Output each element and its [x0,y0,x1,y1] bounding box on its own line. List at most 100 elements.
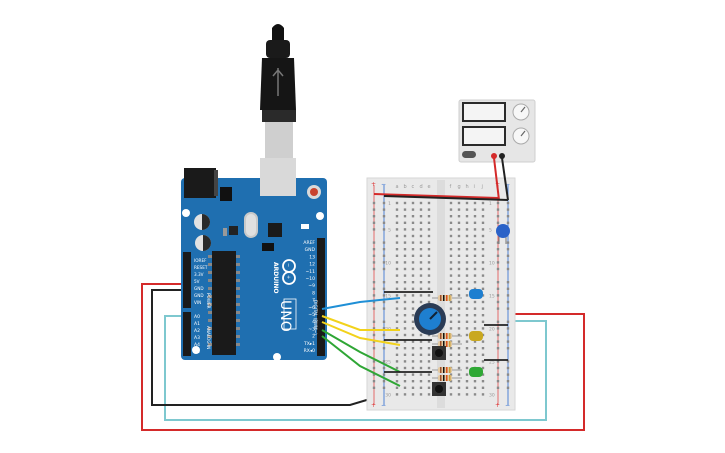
label-reset: RESET [194,265,208,270]
column-letter-g: g [458,184,461,190]
label-digital-pin-14: TX▸1 [303,341,315,347]
label-pin-a3: A3 [194,335,200,341]
resistor-1[interactable] [432,295,462,301]
resistor-5[interactable] [432,375,462,381]
label-pin-a4: A4 [194,342,200,348]
label-3v3: 3.3V [194,272,204,277]
row-number-10: 10 [385,260,391,266]
resistor-2[interactable] [432,333,462,339]
positive-terminal[interactable] [491,153,497,159]
label-digital-pin-3: 12 [309,262,315,268]
label-gnd-1: GND [194,286,204,291]
row-number-right-20: 20 [489,326,495,332]
resistor-4[interactable] [432,367,462,373]
top-black-rail-wire[interactable] [383,195,509,201]
dc-power-supply[interactable] [458,99,536,163]
label-digital-pin-7: 8 [312,290,315,296]
label-power: POWER [206,293,211,309]
negative-terminal[interactable] [499,153,505,159]
red-loop-wire[interactable] [141,283,585,431]
resistor-3[interactable] [432,341,462,347]
label-digital-pin-15: RX◂0 [304,348,315,354]
label-pin-a2: A2 [194,328,200,334]
row-number-right-30: 30 [489,392,495,398]
green-signal-wire-1[interactable] [321,329,401,373]
label-digital-pin-12: ~3 [308,326,315,332]
column-letter-b: b [404,184,407,190]
label-gnd-2: GND [194,293,204,298]
row-number-right-1: 1 [489,201,492,207]
led-green[interactable] [469,367,483,377]
svg-text:−: − [285,263,291,267]
power-header [183,252,191,308]
label-arduino: ARDUINO [272,262,279,293]
blue-signal-wire[interactable] [321,297,401,310]
atmega-chip [212,251,236,355]
label-digital-pin-5: ~10 [306,276,316,282]
column-letter-e: e [428,184,431,190]
row-number-right-5: 5 [489,227,492,233]
label-digital-pin-10: ~5 [308,312,315,318]
digital-header [317,238,325,356]
yellow-signal-wire-2[interactable] [321,321,401,346]
column-letter-h: h [466,184,469,190]
label-pin-a1: A1 [194,321,200,327]
supply-red-wire[interactable] [493,157,500,201]
row-number-right-15: 15 [489,293,495,299]
usb-icon [272,68,284,96]
label-digital-pin-9: ~6 [308,305,315,311]
svg-text:−: − [505,402,510,409]
supply-black-wire[interactable] [501,157,509,201]
ceramic-capacitor[interactable] [496,224,510,244]
label-digital-pin-4: ~11 [306,269,316,275]
svg-text:+: + [285,275,291,279]
label-uno: UNO [277,300,293,332]
column-letter-f: f [450,184,452,190]
svg-text:−: − [381,402,386,409]
usb-cable [260,24,296,158]
pushbutton-1[interactable] [432,346,446,360]
label-digital-pin-2: 13 [309,254,315,260]
row-number-right-10: 10 [489,260,495,266]
row-number-1: 1 [388,201,391,207]
label-analog-in: ANALOG IN [206,326,211,349]
potentiometer[interactable] [414,303,446,335]
svg-text:+: + [371,402,376,409]
label-pin-a5: A5 [194,349,200,355]
black-ground-wire[interactable] [151,289,381,406]
row-number-right-25: 25 [489,359,495,365]
voltage-regulator [220,187,232,201]
label-digital-pin-11: 4 [312,319,315,325]
row-number-25: 25 [385,359,391,365]
voltage-display [464,104,504,120]
current-display [464,128,504,144]
teal-loop-wire[interactable] [164,315,547,421]
row-number-15: 15 [385,293,391,299]
yellow-signal-wire-1[interactable] [321,315,400,331]
label-5v: 5V [194,279,200,284]
top-red-rail-wire[interactable] [373,193,499,199]
label-digital-pin-6: ~9 [308,283,315,289]
rail-plus-left: + [371,181,376,188]
power-switch[interactable] [462,151,476,158]
label-digital-pin-8: 7 [312,298,315,304]
green-signal-wire-2[interactable] [321,335,401,387]
led-blue[interactable] [469,289,483,299]
label-digital-pin-0: AREF [303,240,315,246]
column-letter-j: j [481,184,483,190]
pushbutton-2[interactable] [432,382,446,396]
row-number-5: 5 [388,227,391,233]
row-number-30: 30 [385,392,391,398]
label-digital-pin-1: GND [305,247,316,253]
led-yellow[interactable] [469,331,483,341]
label-digital: DIGITAL (PWM~) [313,300,318,335]
usb-port [260,158,296,196]
column-letter-c: c [412,184,415,190]
power-jack [184,168,216,198]
label-vin: VIN [194,300,201,305]
arduino-uno-board[interactable]: IOREF RESET 3.3V 5V GND GND VIN POWER AN… [181,158,327,361]
column-letter-a: a [396,184,399,190]
analog-header [183,312,191,356]
